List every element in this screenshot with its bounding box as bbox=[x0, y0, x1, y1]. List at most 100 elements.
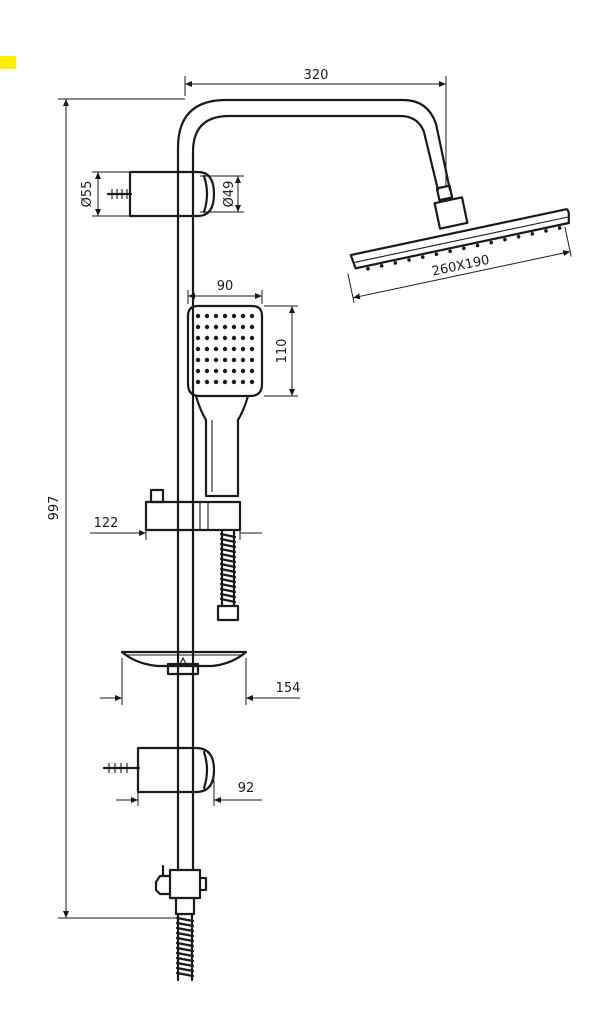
hose-coil bbox=[175, 961, 195, 968]
hose-coil bbox=[219, 552, 237, 559]
nozzle-dot bbox=[240, 324, 246, 330]
dim-hand-height: 110 bbox=[264, 305, 298, 397]
hose-coil bbox=[219, 587, 237, 594]
nozzle-dot bbox=[222, 335, 228, 341]
nozzle-dot bbox=[249, 313, 255, 319]
hose-coil bbox=[219, 537, 237, 544]
dim-arm-width-label: 320 bbox=[304, 68, 329, 83]
soap-dish bbox=[120, 650, 248, 676]
nozzle-dot bbox=[204, 379, 210, 385]
nozzle-dot bbox=[240, 346, 246, 352]
dim-total-height: 997 bbox=[47, 98, 185, 919]
nozzle-dot bbox=[231, 335, 237, 341]
nozzle-dot bbox=[222, 324, 228, 330]
hose-coil bbox=[219, 582, 237, 589]
hose-coil bbox=[175, 916, 195, 923]
highlight-marker bbox=[0, 56, 16, 69]
lower-wall-bracket bbox=[102, 746, 216, 794]
nozzle-dot bbox=[249, 357, 255, 363]
dim-total-height-label: 997 bbox=[47, 496, 62, 521]
nozzle-dot bbox=[213, 313, 219, 319]
nozzle-dot bbox=[204, 324, 210, 330]
nozzle-dot bbox=[195, 379, 201, 385]
hose-coil bbox=[219, 542, 237, 549]
nozzle-dot bbox=[231, 368, 237, 374]
nozzle-dot bbox=[231, 379, 237, 385]
nozzle-dot bbox=[222, 313, 228, 319]
nozzle-dot bbox=[195, 335, 201, 341]
hand-shower-nozzles bbox=[195, 313, 255, 385]
nozzle-dot bbox=[240, 368, 246, 374]
nozzle-dot bbox=[231, 313, 237, 319]
head-swivel-connector bbox=[433, 184, 469, 230]
dim-bracket-pipe-label: Ø49 bbox=[222, 181, 237, 208]
hose-coil bbox=[175, 951, 195, 958]
nozzle-dot bbox=[222, 368, 228, 374]
dim-hand-height-label: 110 bbox=[275, 339, 290, 364]
nozzle-dot bbox=[213, 324, 219, 330]
dim-lower-bracket-label: 92 bbox=[238, 781, 255, 796]
nozzle-dot bbox=[249, 335, 255, 341]
hose-coil bbox=[175, 941, 195, 948]
dim-soap-dish-width: 154 bbox=[100, 658, 300, 705]
nozzle-dot bbox=[249, 324, 255, 330]
riser-pipe bbox=[176, 98, 452, 872]
hose-coil bbox=[219, 547, 237, 554]
nozzle-dot bbox=[240, 357, 246, 363]
hose-coil bbox=[175, 921, 195, 928]
dim-bracket-pipe: Ø49 bbox=[200, 175, 244, 213]
dim-hand-width-label: 90 bbox=[217, 279, 234, 294]
hose-coil bbox=[219, 592, 237, 599]
bottom-hose-coils bbox=[175, 916, 195, 978]
hose-coil bbox=[175, 926, 195, 933]
nozzle-dot bbox=[249, 379, 255, 385]
nozzle-dot bbox=[195, 368, 201, 374]
lower-wall-screw bbox=[102, 763, 141, 773]
nozzle-dot bbox=[204, 335, 210, 341]
nozzle-dot bbox=[213, 346, 219, 352]
nozzle-dot bbox=[213, 379, 219, 385]
hose-coil bbox=[175, 946, 195, 953]
nozzle-dot bbox=[231, 324, 237, 330]
dim-bracket-wall-label: Ø55 bbox=[80, 181, 95, 208]
nozzle-dot bbox=[195, 324, 201, 330]
hose-coil bbox=[175, 966, 195, 973]
upper-wall-bracket bbox=[106, 170, 216, 218]
dim-slider-length: 122 bbox=[90, 516, 262, 540]
nozzle-dot bbox=[222, 379, 228, 385]
nozzle-dot bbox=[240, 379, 246, 385]
hose-coil bbox=[219, 567, 237, 574]
hose-coil bbox=[175, 936, 195, 943]
nozzle-dot bbox=[195, 346, 201, 352]
nozzle-dot bbox=[231, 357, 237, 363]
dim-arm-width: 320 bbox=[184, 68, 447, 186]
dim-soap-dish-width-label: 154 bbox=[276, 681, 301, 696]
dim-head-size-label: 260X190 bbox=[431, 253, 491, 280]
hose-coil bbox=[175, 931, 195, 938]
nozzle-dot bbox=[249, 346, 255, 352]
nozzle-dot bbox=[231, 346, 237, 352]
dim-lower-bracket: 92 bbox=[116, 780, 262, 806]
hose-coils bbox=[219, 532, 237, 604]
hand-shower bbox=[186, 304, 264, 498]
nozzle-dot bbox=[222, 357, 228, 363]
hose-coil bbox=[219, 557, 237, 564]
nozzle-dot bbox=[204, 357, 210, 363]
nozzle-dot bbox=[249, 368, 255, 374]
nozzle-dot bbox=[195, 313, 201, 319]
hose-coil bbox=[175, 971, 195, 978]
nozzle-dot bbox=[195, 357, 201, 363]
nozzle-dot bbox=[204, 368, 210, 374]
nozzle-dot bbox=[222, 346, 228, 352]
nozzle-dot bbox=[240, 313, 246, 319]
hose-coil bbox=[219, 577, 237, 584]
dim-slider-length-label: 122 bbox=[94, 516, 119, 531]
nozzle-dot bbox=[213, 368, 219, 374]
diverter-valve bbox=[154, 864, 208, 916]
nozzle-dot bbox=[204, 313, 210, 319]
hose-coil bbox=[219, 597, 237, 604]
bottom-hose-connector bbox=[175, 912, 195, 982]
upper-wall-screw bbox=[106, 189, 133, 199]
nozzle-dot bbox=[240, 335, 246, 341]
